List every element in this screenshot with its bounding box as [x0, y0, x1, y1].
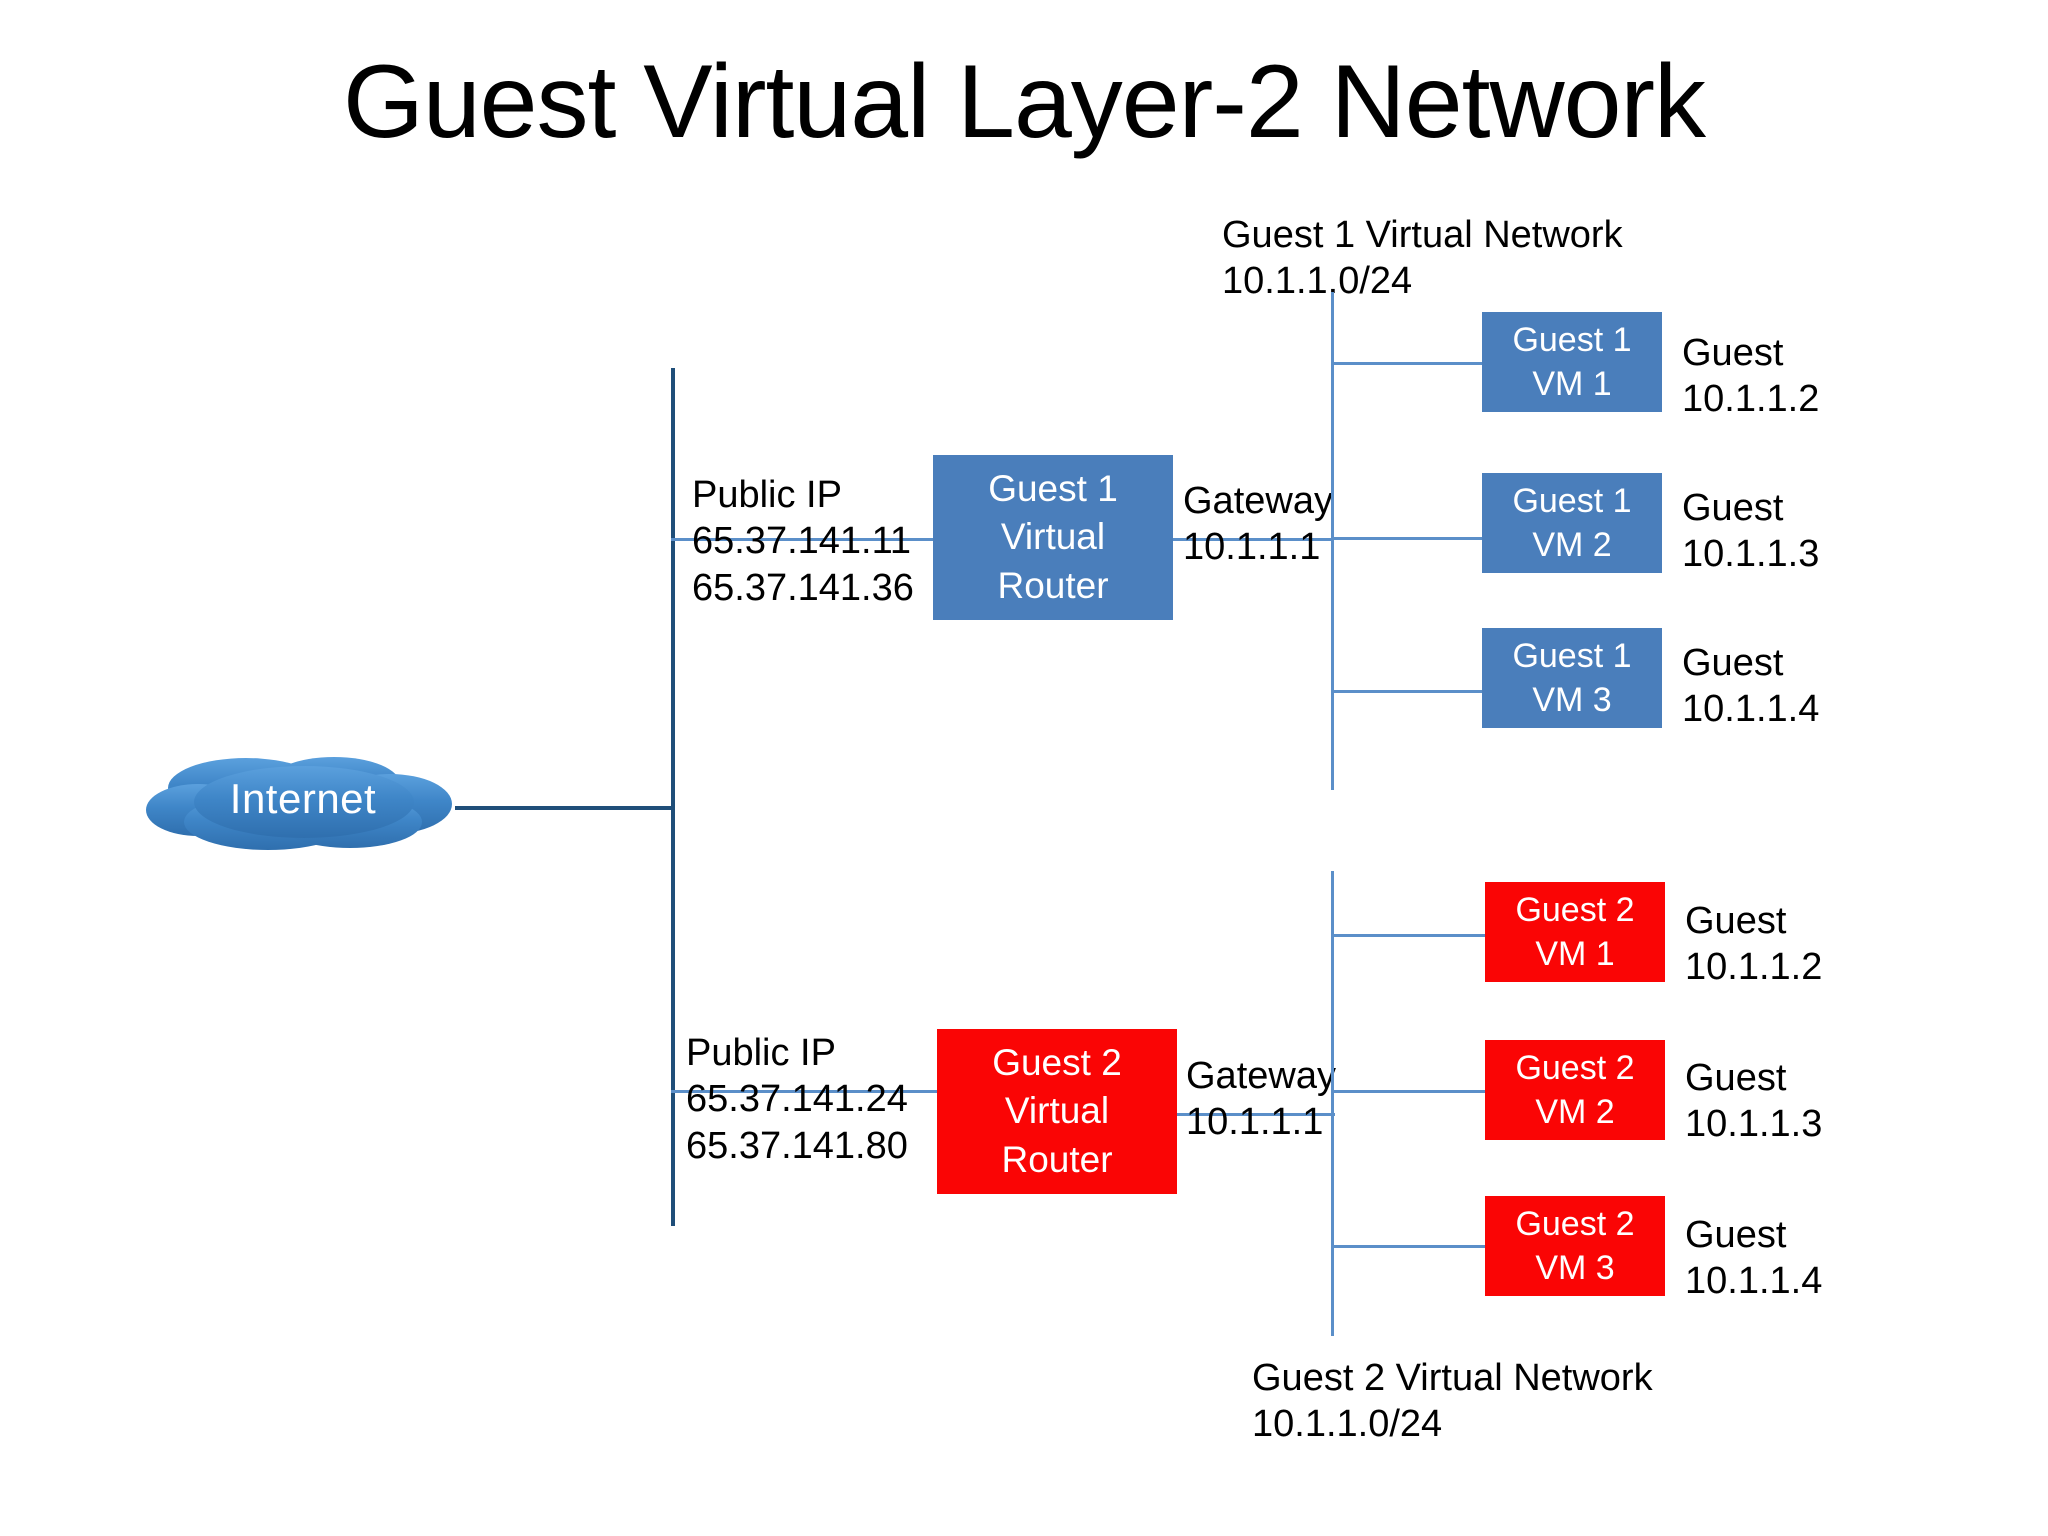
guest1-router-line2: Virtual	[1000, 516, 1106, 558]
guest1-vm3-line1: Guest 1	[1512, 636, 1632, 675]
guest1-public-ip-2: 65.37.141.36	[692, 566, 914, 609]
guest1-vm2-line2: VM 2	[1532, 526, 1612, 564]
page-title: Guest Virtual Layer-2 Network	[342, 44, 1706, 160]
guest2-public-ip-block: Public IP 65.37.141.24 65.37.141.80	[686, 1030, 908, 1169]
guest2-public-ip-label: Public IP	[686, 1032, 836, 1074]
guest1-public-ip-label: Public IP	[692, 474, 842, 516]
trunk-vertical-line	[671, 368, 675, 1226]
guest2-router-line3: Router	[1001, 1138, 1113, 1180]
guest2-network-name: Guest 2 Virtual Network	[1252, 1357, 1653, 1399]
guest1-network-name: Guest 1 Virtual Network	[1222, 214, 1623, 256]
guest2-vm1-caption: Guest 10.1.1.2	[1685, 898, 1822, 991]
guest2-vm2-line1: Guest 2	[1515, 1048, 1635, 1087]
internet-cloud-node[interactable]: Internet	[138, 752, 468, 862]
cloud-icon	[146, 757, 452, 850]
guest1-vm3-ip: 10.1.1.4	[1682, 688, 1820, 731]
guest1-gateway-label: Gateway	[1183, 480, 1333, 522]
guest2-router-line2: Virtual	[1004, 1090, 1110, 1132]
guest2-vm1-line1: Guest 2	[1515, 890, 1635, 929]
internet-label: Internet	[229, 775, 377, 822]
guest2-vm2-caption-line1: Guest	[1685, 1057, 1787, 1099]
connector-internet-to-trunk	[455, 806, 675, 810]
guest2-vm3-caption-line1: Guest	[1685, 1214, 1787, 1256]
guest1-vm2-caption-line1: Guest	[1682, 487, 1784, 529]
connector-guest2-router-to-bus	[1177, 1113, 1335, 1116]
guest1-virtual-router-node[interactable]: Guest 1 Virtual Router	[933, 455, 1173, 620]
guest2-vm3-caption: Guest 10.1.1.4	[1685, 1212, 1822, 1305]
connector-guest1-bus-to-vm1	[1331, 362, 1482, 365]
connector-guest2-bus-to-vm2	[1331, 1090, 1485, 1093]
guest2-vm1-line2: VM 1	[1535, 935, 1615, 973]
guest1-vm2-ip: 10.1.1.3	[1682, 533, 1820, 576]
connector-guest2-bus-to-vm3	[1331, 1245, 1485, 1248]
guest1-vm3-line2: VM 3	[1532, 681, 1612, 719]
guest2-vm1-ip: 10.1.1.2	[1685, 946, 1823, 989]
guest1-router-line3: Router	[997, 564, 1109, 606]
connector-trunk-to-guest1-router	[671, 538, 933, 541]
guest1-public-ip-1: 65.37.141.11	[692, 520, 912, 563]
guest2-vm2-node[interactable]: Guest 2 VM 2	[1485, 1040, 1665, 1140]
connector-trunk-to-guest2-router	[671, 1090, 937, 1093]
guest1-vm2-node[interactable]: Guest 1 VM 2	[1482, 473, 1662, 573]
connector-guest1-router-to-bus	[1173, 538, 1333, 541]
guest1-network-label: Guest 1 Virtual Network 10.1.1.0/24	[1222, 212, 1623, 305]
guest2-vm1-node[interactable]: Guest 2 VM 1	[1485, 882, 1665, 982]
guest1-gateway-block: Gateway 10.1.1.1	[1183, 478, 1333, 571]
guest1-network-bus-line	[1331, 292, 1334, 790]
guest1-vm2-caption: Guest 10.1.1.3	[1682, 485, 1819, 578]
guest1-vm2-line1: Guest 1	[1512, 481, 1632, 520]
guest2-gateway-ip: 10.1.1.1	[1186, 1101, 1324, 1144]
connector-guest1-bus-to-vm3	[1331, 690, 1482, 693]
guest2-gateway-block: Gateway 10.1.1.1	[1186, 1053, 1336, 1146]
guest1-vm1-caption-line1: Guest	[1682, 332, 1784, 374]
guest1-vm1-ip: 10.1.1.2	[1682, 378, 1820, 421]
guest2-network-cidr: 10.1.1.0/24	[1252, 1403, 1443, 1446]
guest1-vm1-caption: Guest 10.1.1.2	[1682, 330, 1819, 423]
guest1-network-cidr: 10.1.1.0/24	[1222, 260, 1413, 303]
guest2-network-bus-line	[1331, 871, 1334, 1336]
guest2-vm3-node[interactable]: Guest 2 VM 3	[1485, 1196, 1665, 1296]
guest2-vm3-line1: Guest 2	[1515, 1204, 1635, 1243]
guest1-vm1-line2: VM 1	[1532, 365, 1612, 403]
guest2-router-line1: Guest 2	[992, 1042, 1122, 1084]
guest1-vm3-caption: Guest 10.1.1.4	[1682, 640, 1819, 733]
guest2-network-label: Guest 2 Virtual Network 10.1.1.0/24	[1252, 1355, 1653, 1448]
guest1-gateway-ip: 10.1.1.1	[1183, 526, 1321, 569]
guest2-public-ip-1: 65.37.141.24	[686, 1078, 908, 1121]
guest1-vm1-line1: Guest 1	[1512, 320, 1632, 359]
connector-guest1-bus-to-vm2	[1331, 537, 1482, 540]
guest1-vm3-caption-line1: Guest	[1682, 642, 1784, 684]
guest2-vm1-caption-line1: Guest	[1685, 900, 1787, 942]
guest2-vm3-ip: 10.1.1.4	[1685, 1260, 1823, 1303]
guest2-vm2-line2: VM 2	[1535, 1093, 1615, 1131]
guest1-vm3-node[interactable]: Guest 1 VM 3	[1482, 628, 1662, 728]
guest2-vm2-caption: Guest 10.1.1.3	[1685, 1055, 1822, 1148]
guest2-vm2-ip: 10.1.1.3	[1685, 1103, 1823, 1146]
guest1-vm1-node[interactable]: Guest 1 VM 1	[1482, 312, 1662, 412]
connector-guest2-bus-to-vm1	[1331, 934, 1485, 937]
guest2-virtual-router-node[interactable]: Guest 2 Virtual Router	[937, 1029, 1177, 1194]
guest1-router-line1: Guest 1	[988, 468, 1118, 510]
guest1-public-ip-block: Public IP 65.37.141.11 65.37.141.36	[692, 472, 914, 611]
guest2-public-ip-2: 65.37.141.80	[686, 1124, 908, 1167]
guest2-vm3-line2: VM 3	[1535, 1249, 1615, 1287]
guest2-gateway-label: Gateway	[1186, 1055, 1336, 1097]
